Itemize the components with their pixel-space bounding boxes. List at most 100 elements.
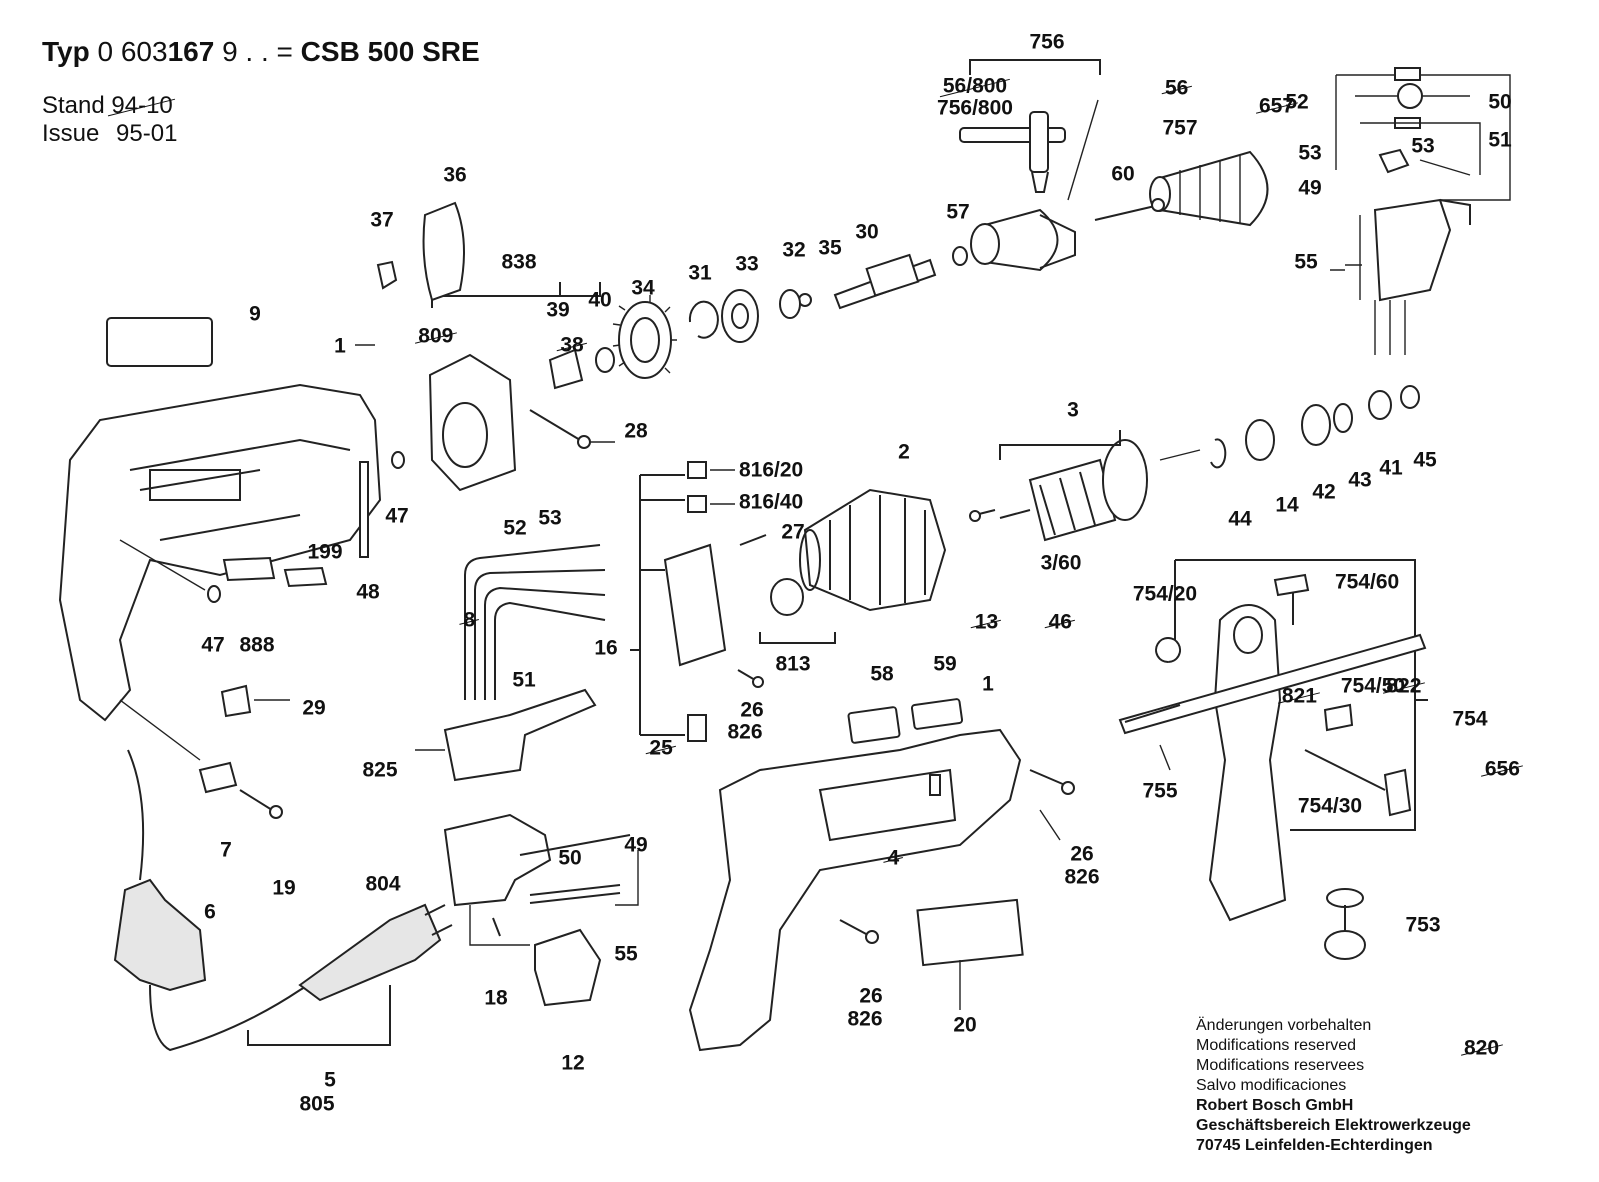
- bearing-40-icon: [595, 347, 615, 373]
- label-6: 6: [204, 900, 216, 924]
- model-name: CSB 500 SRE: [300, 36, 480, 67]
- nut-754-20-icon: [1155, 637, 1182, 663]
- trigger-switch-icon: [443, 813, 552, 907]
- label-9: 9: [249, 302, 261, 326]
- typ-number-bold: 167: [167, 36, 215, 67]
- field-coil-icon: [799, 488, 947, 612]
- bracket-756: [969, 59, 1101, 75]
- label-52a: 52: [1285, 90, 1309, 114]
- brush-816-40-icon: [687, 495, 707, 513]
- label-754-30: 754/30: [1297, 794, 1363, 818]
- issue-line: Issue 95-01: [42, 120, 177, 148]
- label-51b: 51: [512, 668, 536, 692]
- label-822: 822: [1386, 674, 1422, 698]
- switch-825-icon: [443, 688, 597, 782]
- label-756: 756: [1029, 30, 1065, 54]
- label-38: 38: [560, 333, 584, 357]
- part-45-icon: [1400, 385, 1420, 409]
- stand-line: Stand 94-10: [42, 92, 173, 120]
- part-48-icon: [359, 461, 369, 558]
- capacitor-12-icon: [534, 928, 602, 1007]
- screw-26b-icon: [1029, 769, 1066, 786]
- screw-28-icon: [529, 409, 581, 441]
- part-29-icon: [220, 684, 252, 718]
- label-39: 39: [546, 298, 570, 322]
- company-address: 70745 Leinfelden-Echterdingen: [1196, 1137, 1433, 1154]
- bearing-13-46-icon: [770, 578, 804, 616]
- label-40: 40: [588, 288, 612, 312]
- bearing-41-icon: [1368, 390, 1392, 420]
- ring-42-icon: [1301, 404, 1331, 446]
- ring-57-icon: [952, 246, 968, 266]
- legal-notes: Änderungen vorbehalten Modifications res…: [1196, 1016, 1471, 1156]
- label-51a: 51: [1488, 128, 1512, 152]
- label-816-20: 816/20: [739, 458, 804, 482]
- company-name: Robert Bosch GmbH: [1196, 1097, 1354, 1114]
- label-838: 838: [501, 250, 537, 274]
- label-57: 57: [946, 200, 970, 224]
- company-division: Geschäftsbereich Elektrowerkzeuge: [1196, 1117, 1471, 1134]
- label-13: 13: [974, 610, 999, 634]
- label-52b: 52: [503, 516, 527, 540]
- label-49a: 49: [1298, 176, 1322, 200]
- label-756-800: 756/800: [937, 96, 1013, 120]
- label-33: 33: [735, 252, 759, 276]
- screw-18-icon: [492, 917, 501, 937]
- typ-suffix: 9 . . =: [222, 36, 293, 67]
- washer-47a-icon: [391, 451, 405, 469]
- plate-822-icon: [910, 698, 964, 730]
- label-53c: 53: [538, 506, 562, 530]
- plate-20-icon: [916, 898, 1024, 967]
- side-handle-icon: [1118, 604, 1427, 922]
- issue-value: 95-01: [116, 120, 178, 147]
- note-es: Salvo modificaciones: [1196, 1077, 1347, 1094]
- note-de: Änderungen vorbehalten: [1196, 1017, 1372, 1034]
- label-3-60: 3/60: [1040, 551, 1082, 575]
- brush-holder-icon: [663, 543, 727, 667]
- circlip-31-icon: [688, 300, 719, 339]
- label-43: 43: [1348, 468, 1372, 492]
- label-55b: 55: [614, 942, 638, 966]
- plate-9-icon: [106, 317, 213, 367]
- wire-50-icon: [519, 834, 631, 856]
- part-8-icon: [222, 556, 276, 582]
- label-50a: 50: [1488, 90, 1512, 114]
- part-37-icon: [376, 260, 398, 290]
- label-757: 757: [1162, 116, 1198, 140]
- label-50b: 50: [558, 846, 582, 870]
- screw-26a-icon: [737, 669, 756, 681]
- label-14: 14: [1275, 493, 1299, 517]
- label-47b: 47: [201, 633, 225, 657]
- bracket-838: [431, 282, 601, 308]
- ring-43-icon: [1333, 403, 1353, 433]
- armature-icon: [969, 439, 1148, 542]
- wires-icon: [464, 544, 606, 700]
- bearing-33-icon: [721, 289, 759, 343]
- label-754-20: 754/20: [1132, 582, 1198, 606]
- clamp-7-icon: [198, 761, 238, 794]
- stand-label: Stand: [42, 92, 105, 119]
- label-813: 813: [775, 652, 811, 676]
- bearing-14-icon: [1245, 419, 1275, 461]
- label-805: 805: [299, 1092, 335, 1116]
- chuck-sleeve-757-icon: [1149, 150, 1269, 227]
- chuck-key-icon: [959, 111, 1066, 193]
- label-18: 18: [484, 986, 508, 1010]
- label-26a: 26: [740, 698, 764, 722]
- gear-housing-38-icon: [428, 353, 517, 492]
- part-199-icon: [283, 566, 328, 588]
- label-755: 755: [1142, 779, 1178, 803]
- note-fr: Modifications reservees: [1196, 1057, 1365, 1074]
- label-44: 44: [1228, 507, 1252, 531]
- screw-19-icon: [239, 789, 273, 811]
- label-56-800: 56/800: [942, 74, 1008, 98]
- label-56: 56: [1165, 76, 1189, 100]
- label-804: 804: [365, 872, 401, 896]
- label-53a: 53: [1411, 134, 1435, 158]
- label-48: 48: [356, 580, 380, 604]
- cable-guard-6-icon: [113, 749, 207, 992]
- label-7: 7: [220, 838, 232, 862]
- bracket-813: [759, 632, 836, 644]
